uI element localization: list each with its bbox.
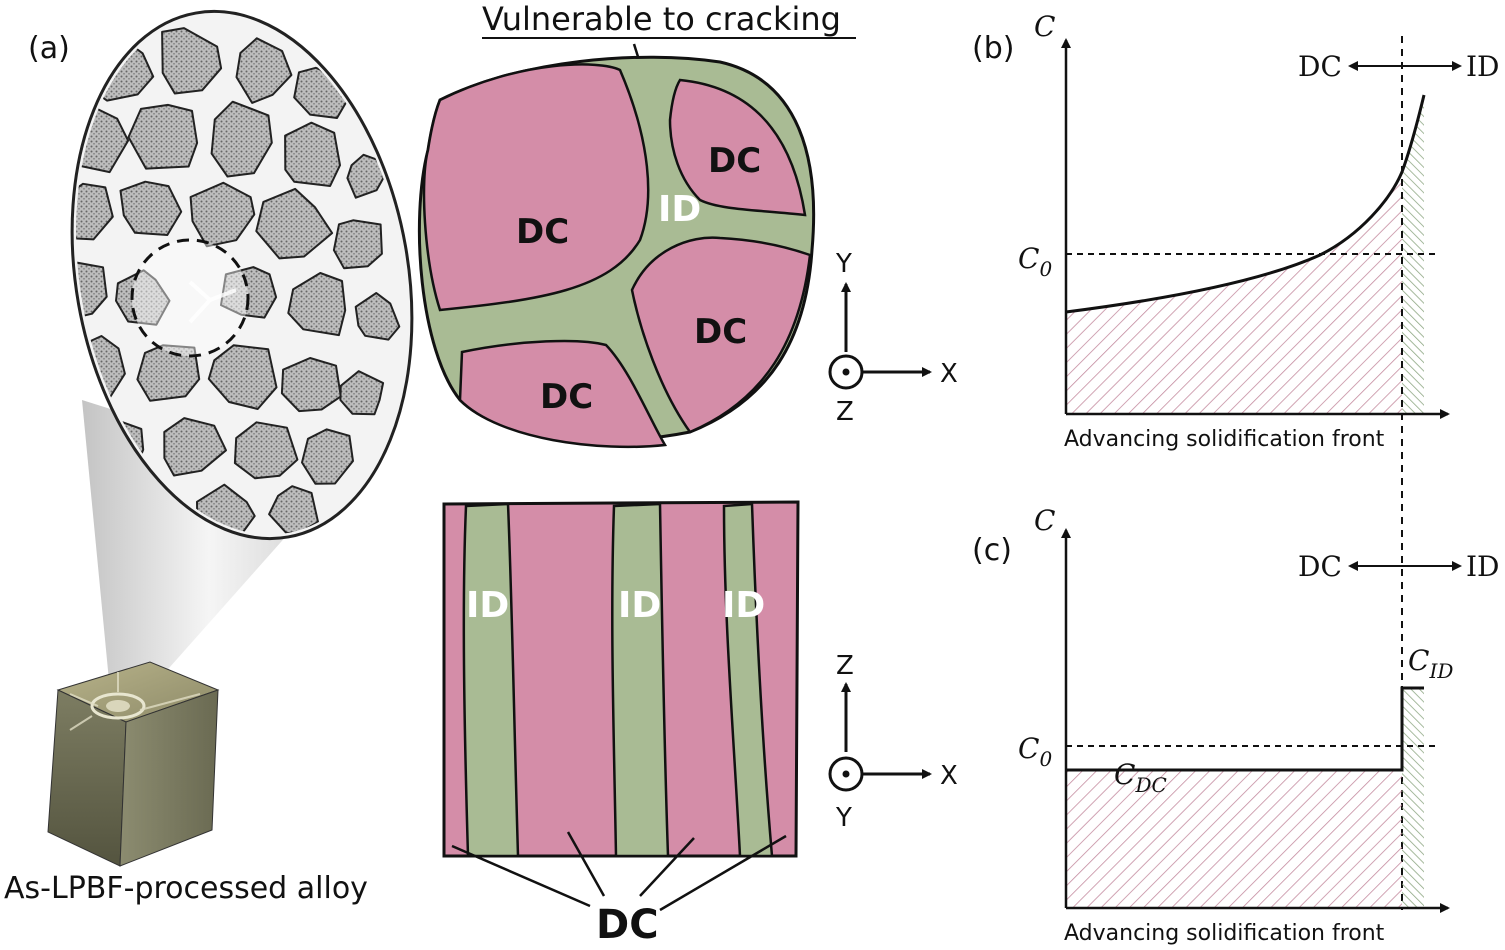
dc-grain-bottom-right [630,236,812,434]
id-label-1: ID [466,585,509,626]
dc-label-side: DC [596,902,659,948]
dc-grain-top-right [668,78,807,217]
plot-c-x-label: Advancing solidification front [1064,921,1385,946]
grain-cell [115,269,171,326]
region-label-dc-4: DC [540,377,593,417]
grain-cell [136,344,201,402]
magnifier-highlight-circle [130,238,250,358]
region-label-dc-3: DC [694,312,747,352]
plot-c-dc-fill [1066,770,1402,908]
grain-cell [220,266,278,319]
lpbf-cube-photo [47,661,220,867]
panel-label-a: (a) [28,31,70,66]
grain-cell [284,121,341,187]
panel-label-b: (b) [972,31,1014,66]
plot-c-cid-label: CID [1408,644,1453,683]
axis-x-label-side: X [940,761,958,791]
plot-c-id-fill [1402,688,1424,908]
axis-y-label-top: Y [835,249,852,279]
grain-cell [119,180,183,236]
plot-b-y-label: C [1034,10,1055,43]
plot-b-c0-label: C0 [1018,242,1052,281]
region-label-dc-1: DC [516,212,569,252]
grain-cell [235,37,293,104]
dc-pointer-lines [451,831,787,912]
axis-z-label-top: Z [836,397,854,427]
grain-cell [233,421,299,480]
plot-b-id-label: ID [1466,50,1500,83]
plot-b-dc-fill [1066,172,1402,414]
magnified-grain-view [57,9,414,546]
plot-c-id-label: ID [1466,550,1500,583]
xy-cross-section [417,55,816,449]
id-label-2: ID [618,585,661,626]
dc-grain-bottom-left [458,339,668,449]
grain-cell [339,370,385,416]
id-column-3 [722,502,774,858]
grain-cell [255,187,334,260]
vulnerable-label: Vulnerable to cracking [482,0,841,38]
plot-c-cdc-label: CDC [1114,758,1167,797]
grain-cell [354,292,401,341]
grain-cell [280,357,342,413]
grain-cell [127,103,199,170]
grain-cell [301,428,354,485]
axis-y-label-side: Y [835,803,852,833]
plot-b [1061,38,1462,419]
plot-c-c0-label: C0 [1018,732,1052,771]
region-label-id: ID [658,189,701,230]
region-label-dc-2: DC [708,141,761,181]
id-column-1 [462,502,520,858]
plot-c-concentration-step [1066,686,1424,772]
dc-grain-top-left [422,63,650,312]
plot-b-concentration-curve [1065,94,1426,314]
xz-axes-icon [828,682,932,792]
grain-cells [57,27,401,546]
grain-cell [163,417,227,477]
grain-cell [210,100,273,178]
plot-b-x-label: Advancing solidification front [1064,427,1385,452]
xz-cross-section [442,500,800,858]
axis-z-label-side: Z [836,651,854,681]
grain-cell [332,219,383,270]
grain-cell [207,344,278,410]
panel-label-c: (c) [972,533,1012,568]
grain-cell [161,27,223,95]
id-column-2 [611,502,670,858]
plot-c [1061,528,1462,913]
plot-b-dc-label: DC [1298,50,1342,83]
id-label-3: ID [722,585,765,626]
plot-c-y-label: C [1034,504,1055,537]
axis-x-label-top: X [940,359,958,389]
grain-cell [189,181,256,248]
grain-cell [287,272,347,337]
xy-axes-icon [828,282,932,390]
alloy-caption: As-LPBF-processed alloy [4,871,368,906]
plot-c-dc-label: DC [1298,550,1342,583]
